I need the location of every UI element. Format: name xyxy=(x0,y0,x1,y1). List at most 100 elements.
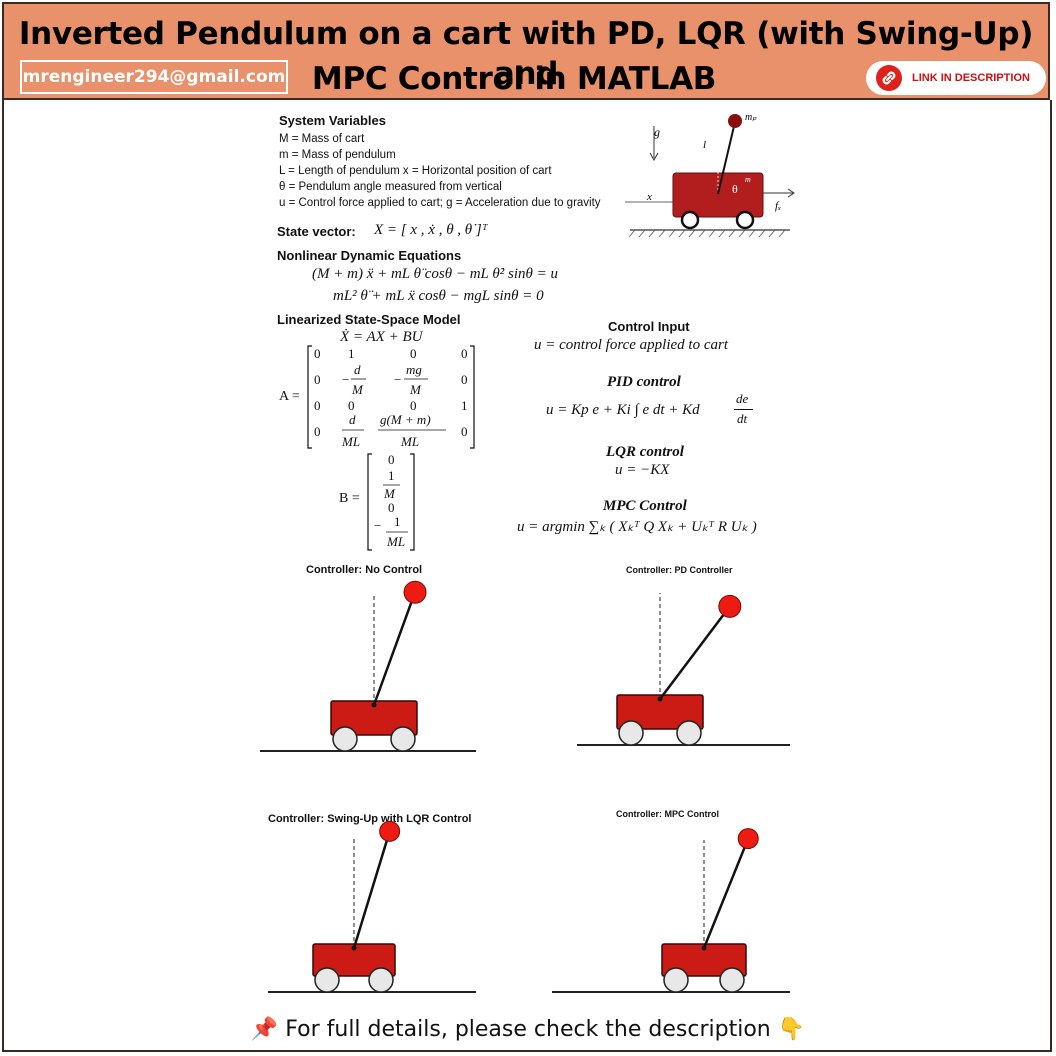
cart-wheel xyxy=(663,967,689,993)
svg-text:ML: ML xyxy=(400,434,419,449)
svg-text:1: 1 xyxy=(461,398,468,413)
svg-text:0: 0 xyxy=(314,346,321,361)
email-box: mrengineer294@gmail.com xyxy=(20,60,288,94)
cart-body xyxy=(616,694,704,730)
state-vector-eq: X = [ x , ẋ , θ , θ̇ ]ᵀ xyxy=(374,222,488,238)
panel-title-no-control: Controller: No Control xyxy=(306,564,423,576)
link-in-description-button[interactable]: LINK IN DESCRIPTION xyxy=(866,61,1046,95)
svg-text:d: d xyxy=(354,362,361,377)
svg-text:1: 1 xyxy=(394,514,401,529)
cart-wheel xyxy=(314,967,340,993)
var-line-1: M = Mass of cart xyxy=(279,133,365,145)
pid-fraction-bar xyxy=(734,409,753,410)
svg-text:0: 0 xyxy=(388,500,395,515)
lqr-eq: u = −KX xyxy=(615,462,670,478)
m-label: m xyxy=(745,175,751,184)
title-line-2: MPC Control in MATLAB xyxy=(311,61,717,97)
svg-text:0: 0 xyxy=(461,372,468,387)
svg-text:0: 0 xyxy=(314,398,321,413)
svg-text:−: − xyxy=(342,372,349,387)
panel-title-mpc: Controller: MPC Control xyxy=(616,809,719,819)
matrix-b-label: B = xyxy=(339,491,360,506)
nonlinear-eq-2: mL² θ̈ + mL ẍ cosθ − mgL sinθ = 0 xyxy=(333,288,544,304)
pivot-joint xyxy=(701,945,707,951)
var-line-4: θ = Pendulum angle measured from vertica… xyxy=(279,181,502,193)
svg-text:ML: ML xyxy=(341,434,360,449)
svg-text:−: − xyxy=(394,372,401,387)
svg-text:−: − xyxy=(374,518,381,533)
pid-deriv-den: dt xyxy=(737,411,748,426)
link-label: LINK IN DESCRIPTION xyxy=(912,72,1030,84)
pid-heading: PID control xyxy=(607,374,681,390)
system-variables-heading: System Variables xyxy=(279,113,386,128)
svg-text:1: 1 xyxy=(348,346,355,361)
pendulum-rod xyxy=(372,591,417,706)
pendulum-rod xyxy=(352,830,391,949)
svg-text:d: d xyxy=(349,412,356,427)
svg-text:1: 1 xyxy=(388,468,395,483)
var-line-5: u = Control force applied to cart; g = A… xyxy=(279,197,601,209)
svg-text:0: 0 xyxy=(461,424,468,439)
pivot-joint xyxy=(351,945,357,951)
gravity-label: g xyxy=(654,125,660,139)
footer-note: 📌 For full details, please check the des… xyxy=(250,1017,806,1042)
pid-deriv-num: de xyxy=(736,391,749,406)
pendulum-rod xyxy=(659,605,731,700)
cart-wheel xyxy=(676,720,702,746)
chain-link-icon xyxy=(876,65,902,91)
svg-text:mg: mg xyxy=(406,362,422,377)
cart-body xyxy=(661,943,747,977)
nonlinear-eq-1: (M + m) ẍ + mL θ̈ cosθ − mL θ̇² sinθ = u xyxy=(312,266,558,282)
control-input-eq: u = control force applied to cart xyxy=(534,337,728,353)
theta-label: θ xyxy=(732,182,738,196)
mpc-eq: u = argmin ∑ₖ ( Xₖᵀ Q Xₖ + Uₖᵀ R Uₖ ) xyxy=(517,519,757,535)
cart-wheel xyxy=(332,726,358,752)
svg-text:g(M + m): g(M + m) xyxy=(380,412,431,427)
force-label: fₓ xyxy=(775,200,781,212)
svg-text:M: M xyxy=(409,382,422,397)
title-line-1: Inverted Pendulum on a cart with PD, LQR… xyxy=(18,16,1034,92)
svg-text:0: 0 xyxy=(410,398,417,413)
pendulum-bob xyxy=(403,580,427,604)
length-label: l xyxy=(703,139,706,151)
lqr-heading: LQR control xyxy=(606,444,684,460)
cart-wheel xyxy=(618,720,644,746)
header-banner: Inverted Pendulum on a cart with PD, LQR… xyxy=(2,2,1050,100)
mpc-heading: MPC Control xyxy=(603,498,687,514)
svg-text:0: 0 xyxy=(461,346,468,361)
cart-wheel xyxy=(719,967,745,993)
pid-eq: u = Kp e + Ki ∫ e dt + Kd xyxy=(546,402,700,418)
pendulum-mass-label: mₚ xyxy=(745,112,757,123)
svg-text:0: 0 xyxy=(410,346,417,361)
x-label: x xyxy=(646,191,652,203)
pendulum-bob xyxy=(379,820,401,842)
pendulum-rod xyxy=(702,838,750,949)
var-line-2: m = Mass of pendulum xyxy=(279,149,396,161)
pendulum-bob xyxy=(737,828,759,850)
svg-text:0: 0 xyxy=(388,452,395,467)
control-input-heading: Control Input xyxy=(608,319,690,334)
state-vector-label: State vector: xyxy=(277,224,356,239)
cart-pendulum-diagram: g x mₚ l θ m fₓ xyxy=(625,112,795,238)
state-space-eq: Ẋ = AX + BU xyxy=(340,329,423,345)
pivot-joint xyxy=(657,696,663,702)
cart-body xyxy=(330,700,418,736)
svg-text:ML: ML xyxy=(386,534,405,549)
panel-title-swing-up-lqr: Controller: Swing-Up with LQR Control xyxy=(268,813,472,825)
panel-title-pd: Controller: PD Controller xyxy=(626,565,733,575)
svg-text:0: 0 xyxy=(314,424,321,439)
linearized-heading: Linearized State-Space Model xyxy=(277,312,461,327)
svg-text:M: M xyxy=(383,486,396,501)
nonlinear-heading: Nonlinear Dynamic Equations xyxy=(277,248,462,263)
pivot-joint xyxy=(371,702,377,708)
cart-wheel xyxy=(368,967,394,993)
matrix-a-label: A = xyxy=(279,389,300,404)
var-line-3: L = Length of pendulum x = Horizontal po… xyxy=(279,165,552,177)
pendulum-bob xyxy=(718,594,742,618)
matrix-b: 0 1M 0 −1ML xyxy=(367,452,415,551)
content-frame xyxy=(2,100,1052,1052)
svg-text:0: 0 xyxy=(314,372,321,387)
